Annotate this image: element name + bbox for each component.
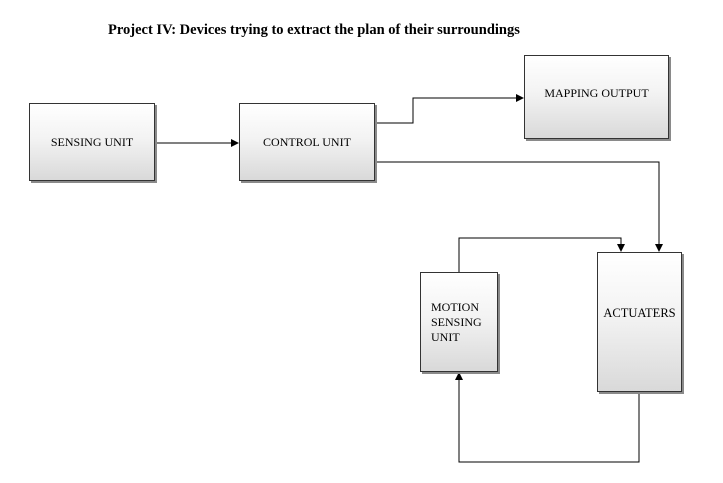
- sensing-unit-label: SENSING UNIT: [50, 134, 134, 149]
- arrow-control-to-mapping: [375, 94, 524, 124]
- control-unit-box: CONTROL UNIT: [239, 103, 375, 181]
- sensing-unit-box: SENSING UNIT: [29, 103, 155, 181]
- actuaters-box: ACTUATERS: [597, 252, 682, 392]
- arrow-actuaters-to-motion: [455, 372, 640, 463]
- motion-sensing-unit-label: MOTION SENSING UNIT: [431, 299, 482, 344]
- arrow-motion-to-actuaters: [458, 237, 625, 272]
- actuaters-label: ACTUATERS: [603, 305, 676, 320]
- arrow-control-to-actuaters: [375, 161, 663, 252]
- control-unit-label: CONTROL UNIT: [263, 134, 351, 149]
- diagram-title: Project IV: Devices trying to extract th…: [108, 22, 520, 38]
- mapping-output-label: MAPPING OUTPUT: [544, 85, 649, 100]
- motion-sensing-unit-box: MOTION SENSING UNIT: [420, 272, 498, 372]
- mapping-output-box: MAPPING OUTPUT: [524, 55, 669, 139]
